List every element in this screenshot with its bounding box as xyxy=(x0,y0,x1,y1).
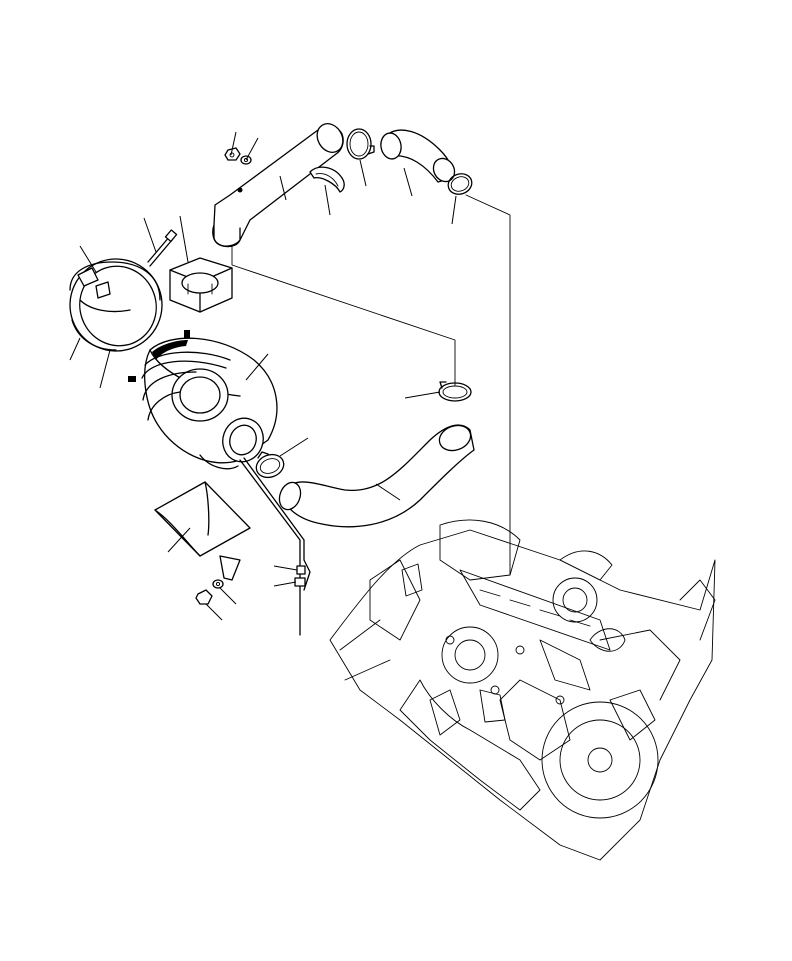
intake-hose-upper xyxy=(380,129,456,183)
guard-washer xyxy=(212,579,224,589)
bolt xyxy=(147,229,178,267)
assembly-reference-lines xyxy=(231,194,511,576)
leader-lines xyxy=(69,131,457,621)
air-cleaner xyxy=(128,330,278,470)
intake-elbow-pipe xyxy=(212,123,344,248)
nut xyxy=(224,147,241,161)
engine-assembly xyxy=(329,519,716,861)
mounting-band xyxy=(69,258,163,352)
clamp-bracket xyxy=(309,166,345,193)
intake-hose-lower xyxy=(278,424,475,528)
hose-clamp-lower-1 xyxy=(255,451,285,479)
hose-clamp-upper-1 xyxy=(346,128,375,160)
dipstick-clip xyxy=(239,457,311,636)
hose-clamp-upper-2 xyxy=(447,173,473,195)
dust-valve-guard xyxy=(154,481,251,581)
mounting-bracket xyxy=(169,257,233,313)
guard-bolt xyxy=(195,589,213,605)
